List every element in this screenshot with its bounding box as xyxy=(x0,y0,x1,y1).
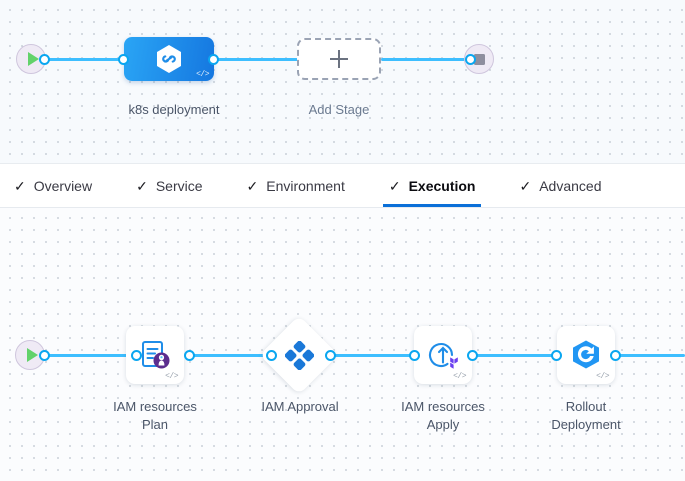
tab-service-label: Service xyxy=(155,177,203,194)
tab-environment[interactable]: ✓ Environment xyxy=(247,164,345,207)
tab-environment-label: Environment xyxy=(266,177,345,194)
step-apply-input-port[interactable] xyxy=(409,350,420,361)
start-node-output-port[interactable] xyxy=(39,54,50,65)
terraform-plan-icon xyxy=(142,341,170,369)
wire-rollout-to-next xyxy=(616,354,685,357)
check-icon: ✓ xyxy=(136,177,148,194)
step-label-iam-resources-plan: IAM resources Plan xyxy=(113,399,197,432)
end-node-input-port[interactable] xyxy=(465,54,476,65)
wire-apply-to-rollout xyxy=(472,354,562,357)
step-node-iam-resources-apply[interactable]: </> xyxy=(414,326,472,384)
step-plan-output-port[interactable] xyxy=(184,350,195,361)
wire-start-to-plan xyxy=(42,354,136,357)
play-icon xyxy=(27,52,39,66)
step-plan-input-port[interactable] xyxy=(131,350,142,361)
step-label-iam-approval: IAM Approval xyxy=(261,399,339,414)
step-rollout-output-port[interactable] xyxy=(610,350,621,361)
add-stage-label: Add Stage xyxy=(308,102,370,117)
step-rollout-input-port[interactable] xyxy=(551,350,562,361)
check-icon: ✓ xyxy=(246,177,259,194)
plus-icon xyxy=(330,50,348,68)
stage-code-badge: </> xyxy=(196,70,209,79)
step-approval-output-port[interactable] xyxy=(325,350,336,361)
stage-output-port[interactable] xyxy=(208,54,219,65)
stage-node-k8s-deployment[interactable]: </> xyxy=(124,37,214,81)
play-icon xyxy=(26,348,38,362)
terraform-apply-icon xyxy=(428,343,458,369)
check-icon: ✓ xyxy=(519,177,532,194)
pipeline-canvas[interactable]: </> k8s deployment Add Stage xyxy=(0,0,685,164)
wire-add-to-end xyxy=(381,58,471,61)
step-code-badge: </> xyxy=(165,372,178,381)
check-icon: ✓ xyxy=(14,177,26,194)
tab-overview-label: Overview xyxy=(33,177,93,194)
wire-start-to-stage xyxy=(42,58,128,61)
tab-advanced-label: Advanced xyxy=(539,177,602,194)
add-stage-button[interactable] xyxy=(297,38,381,80)
execution-start-output-port[interactable] xyxy=(39,350,50,361)
tab-service[interactable]: ✓ Service xyxy=(136,164,202,207)
stage-tabs: ✓ Overview ✓ Service ✓ Environment ✓ Exe… xyxy=(0,164,685,208)
step-label-iam-resources-apply: IAM resources Apply xyxy=(401,399,485,432)
step-apply-output-port[interactable] xyxy=(467,350,478,361)
stage-label-k8s-deployment: k8s deployment xyxy=(128,102,220,117)
execution-canvas[interactable]: </> IAM resources Plan IAM Approval xyxy=(0,208,685,481)
step-code-badge: </> xyxy=(453,372,466,381)
step-code-badge: </> xyxy=(596,372,609,381)
stage-input-port[interactable] xyxy=(118,54,129,65)
wire-plan-to-approval xyxy=(190,354,272,357)
tab-execution-label: Execution xyxy=(408,177,476,194)
step-node-rollout-deployment[interactable]: </> xyxy=(557,326,615,384)
wire-approval-to-apply xyxy=(330,354,414,357)
step-approval-input-port[interactable] xyxy=(266,350,277,361)
tab-advanced[interactable]: ✓ Advanced xyxy=(519,164,601,207)
tab-execution[interactable]: ✓ Execution xyxy=(382,164,482,207)
rollout-k8s-icon xyxy=(573,340,599,369)
wire-stage-to-add xyxy=(213,58,298,61)
check-icon: ✓ xyxy=(388,177,401,194)
stop-icon xyxy=(473,53,485,65)
approval-diamond-icon xyxy=(285,341,314,370)
tab-overview[interactable]: ✓ Overview xyxy=(14,164,92,207)
harness-infinity-icon xyxy=(157,45,181,73)
step-label-rollout-deployment: Rollout Deployment xyxy=(551,399,621,432)
